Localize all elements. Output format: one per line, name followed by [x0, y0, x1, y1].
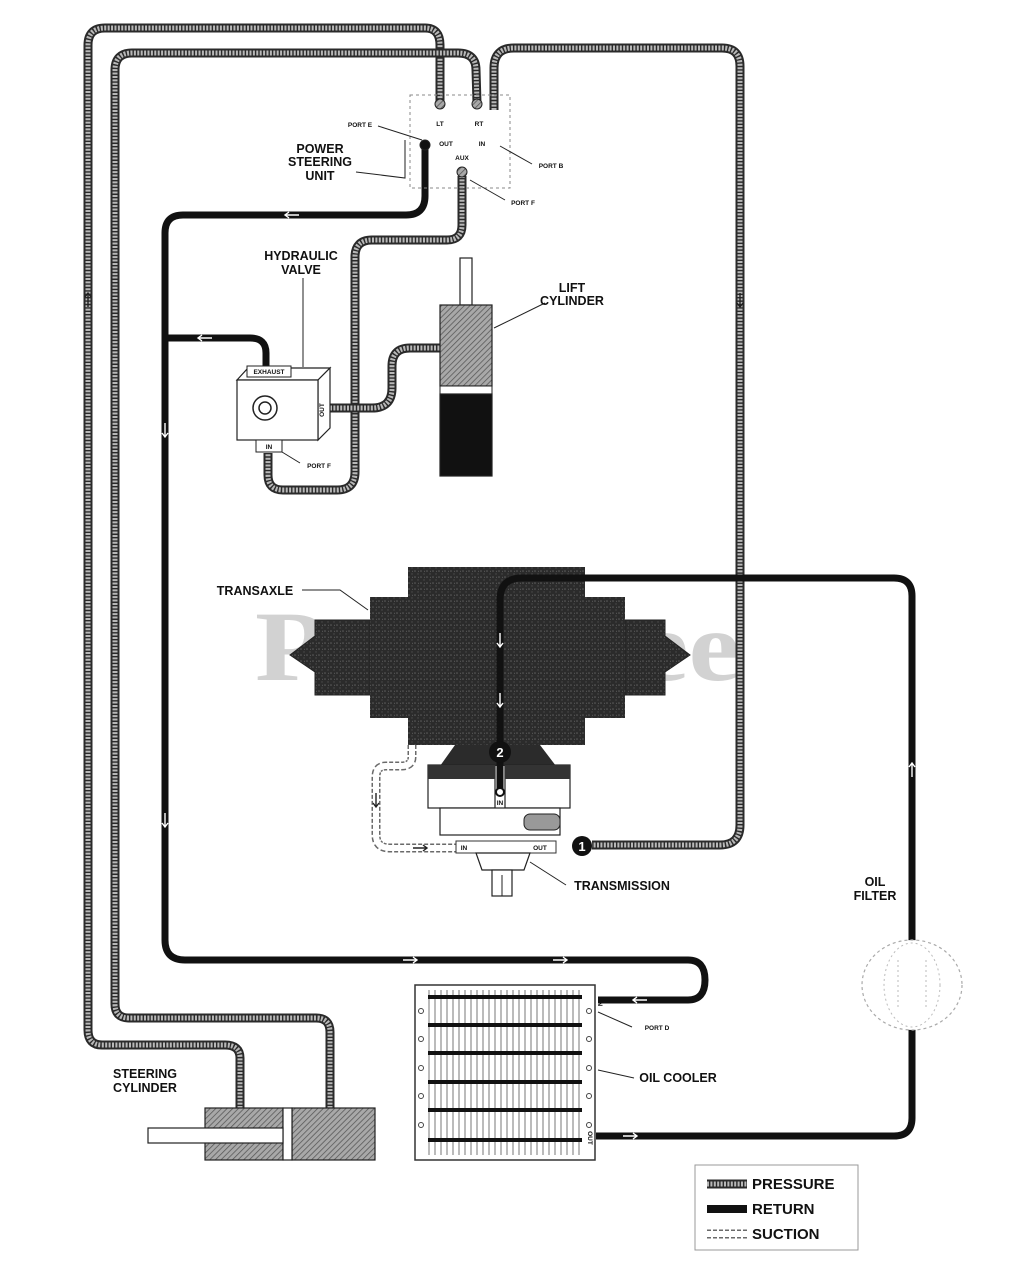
- lt-port-label: LT: [436, 121, 443, 128]
- legend-swatch-return: [707, 1205, 747, 1213]
- valve-out-label: OUT: [319, 403, 326, 417]
- port-b-label: PORT B: [539, 163, 564, 170]
- transmission-top-in-label: IN: [497, 800, 504, 807]
- oil-filter-label-2: FILTER: [854, 889, 897, 903]
- lift-cylinder: [439, 257, 493, 477]
- pressure-line-aux-to-valve: [263, 176, 467, 495]
- aux-port-label: AUX: [455, 155, 469, 162]
- power-steering-unit: [409, 94, 511, 189]
- exhaust-port-box: [246, 365, 292, 378]
- port-out: [419, 139, 431, 151]
- marker-1: 1: [572, 836, 592, 856]
- cooler-in-label: IN: [596, 1000, 603, 1007]
- steering-cylinder: [147, 1107, 376, 1161]
- transmission-in-port: [495, 787, 505, 797]
- leader-lines: [281, 125, 635, 1079]
- steering-in-label: IN: [479, 141, 486, 148]
- oil-filter-label-1: OIL: [865, 875, 886, 889]
- steering-out-label: OUT: [439, 141, 453, 148]
- power-steering-unit-label-2: STEERING: [288, 155, 352, 169]
- port-e-label: PORT E: [348, 122, 373, 129]
- exhaust-label: EXHAUST: [253, 369, 284, 376]
- transaxle-label: TRANSAXLE: [217, 584, 293, 598]
- transmission-label: TRANSMISSION: [574, 879, 670, 893]
- transmission-in-label: IN: [461, 845, 468, 852]
- power-steering-unit-label-3: UNIT: [305, 169, 335, 183]
- svg-text:1: 1: [578, 839, 585, 854]
- legend-label-suction: SUCTION: [752, 1226, 820, 1243]
- pressure-line-valve-to-lift-cylinder: [330, 343, 440, 413]
- svg-text:2: 2: [496, 745, 503, 760]
- return-line-steering-unit-to-cooler: [161, 148, 709, 1004]
- pressure-line-steering-left: [83, 23, 445, 1108]
- oil-cooler: [414, 984, 596, 1161]
- oil-cooler-label: OIL COOLER: [639, 1071, 717, 1085]
- port-rt: [471, 98, 483, 110]
- valve-in-port-box: [255, 439, 283, 453]
- hydraulic-valve-label-2: VALVE: [281, 263, 321, 277]
- cooler-out-label: OUT: [586, 1131, 593, 1145]
- port-d-label: PORT D: [645, 1025, 670, 1032]
- rt-port-label: RT: [475, 121, 484, 128]
- port-lt: [434, 98, 446, 110]
- lift-cylinder-label-2: CYLINDER: [540, 294, 604, 308]
- hydraulic-valve: [235, 365, 332, 453]
- steering-cylinder-label-2: CYLINDER: [113, 1081, 177, 1095]
- power-steering-unit-label-1: POWER: [296, 142, 343, 156]
- pressure-line-steering-right: [110, 48, 482, 1108]
- pressure-line-port-b-to-transmission: [489, 43, 745, 850]
- legend-label-return: RETURN: [752, 1201, 815, 1218]
- hydraulic-valve-label-1: HYDRAULIC: [264, 249, 338, 263]
- lift-cylinder-label-1: LIFT: [559, 281, 586, 295]
- steering-cylinder-label-1: STEERING: [113, 1067, 177, 1081]
- transmission-out-label: OUT: [533, 845, 547, 852]
- legend: PRESSURE RETURN SUCTION: [694, 1164, 859, 1251]
- legend-label-pressure: PRESSURE: [752, 1176, 835, 1193]
- flow-arrows: [84, 211, 916, 1140]
- return-line-filter-to-transaxle: [496, 574, 916, 1140]
- transmission: [427, 764, 571, 897]
- port-aux: [456, 166, 468, 178]
- suction-line-transaxle-to-transmission: [371, 745, 456, 853]
- valve-in-label: IN: [266, 444, 273, 451]
- oil-filter: [861, 939, 963, 1031]
- port-f-aux-label: PORT F: [511, 200, 535, 207]
- port-f-valve-label: PORT F: [307, 463, 331, 470]
- return-line-valve-exhaust: [165, 334, 270, 367]
- marker-2: 2: [489, 741, 511, 763]
